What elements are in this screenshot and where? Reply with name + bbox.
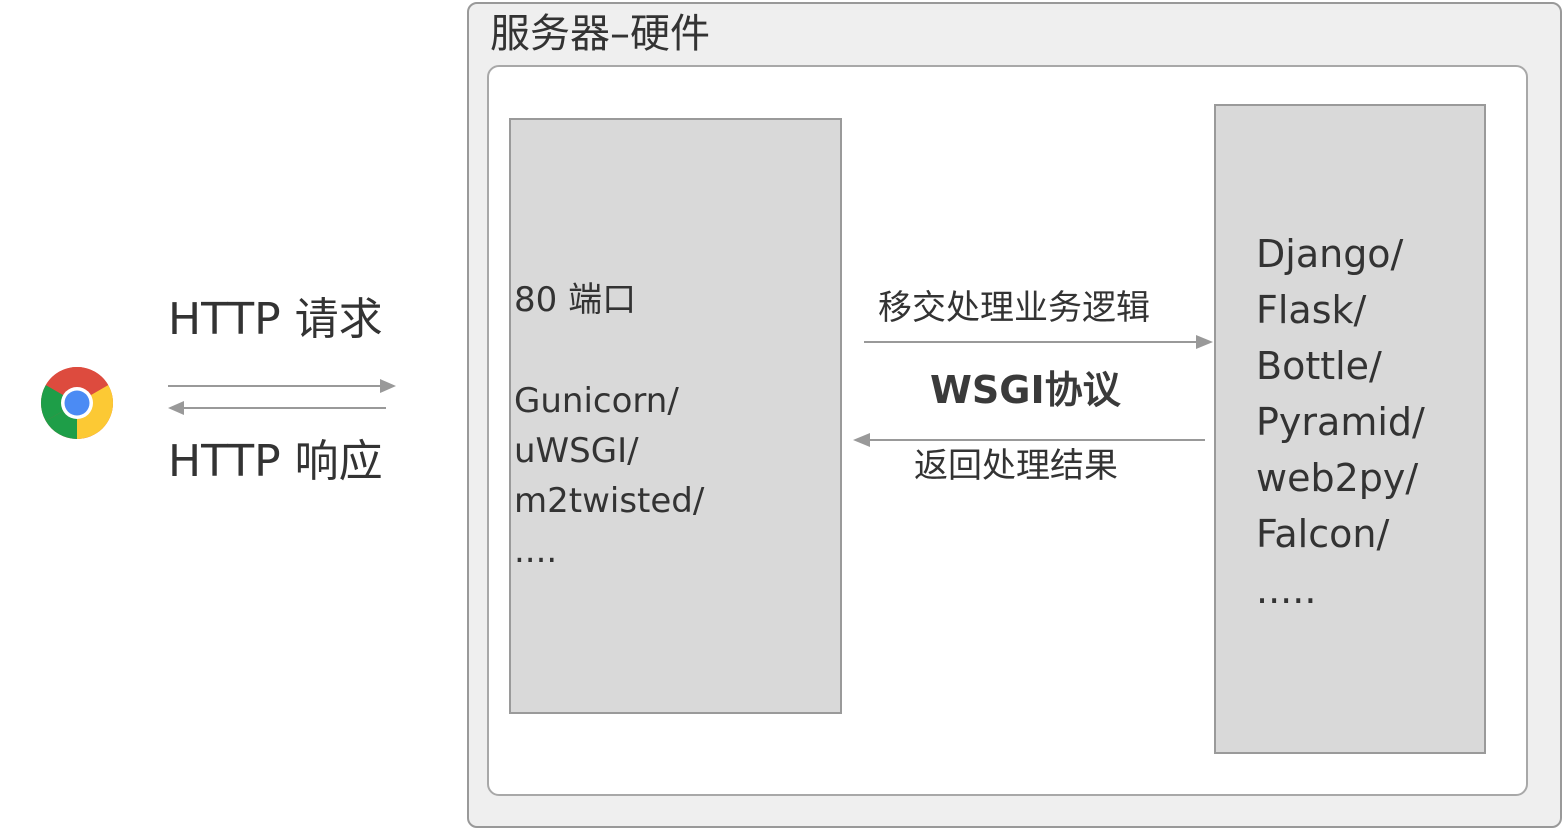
framework-item: Flask/ [1256, 288, 1367, 332]
wsgi-server-item: Gunicorn/ [514, 381, 679, 421]
framework-item: web2py/ [1256, 456, 1419, 500]
wsgi-protocol-label: WSGI协议 [930, 368, 1121, 412]
wsgi-server-block [509, 118, 842, 714]
wsgi-server-item: m2twisted/ [514, 481, 705, 521]
return-result-label: 返回处理结果 [914, 446, 1118, 486]
framework-item: Pyramid/ [1256, 400, 1425, 444]
server-hardware-title: 服务器–硬件 [490, 11, 710, 57]
framework-item: Django/ [1256, 232, 1404, 276]
http-response-arrowhead [168, 401, 184, 415]
http-request-arrowhead [380, 379, 396, 393]
port-label: 80 端口 [514, 280, 637, 320]
framework-item: Bottle/ [1256, 344, 1382, 388]
wsgi-server-item: uWSGI/ [514, 431, 639, 471]
http-response-label: HTTP 响应 [168, 436, 383, 487]
web-framework-list: Django/ Flask/ Bottle/ Pyramid/ web2py/ … [1256, 226, 1425, 618]
http-request-label: HTTP 请求 [168, 294, 383, 345]
framework-item: ..... [1256, 568, 1317, 612]
wsgi-server-item: .... [514, 531, 558, 571]
framework-item: Falcon/ [1256, 512, 1390, 556]
web-framework-block [1214, 104, 1486, 754]
chrome-browser-icon [40, 366, 114, 439]
forward-business-logic-label: 移交处理业务逻辑 [878, 288, 1150, 328]
wsgi-server-list: Gunicorn/ uWSGI/ m2twisted/ .... [514, 376, 704, 576]
